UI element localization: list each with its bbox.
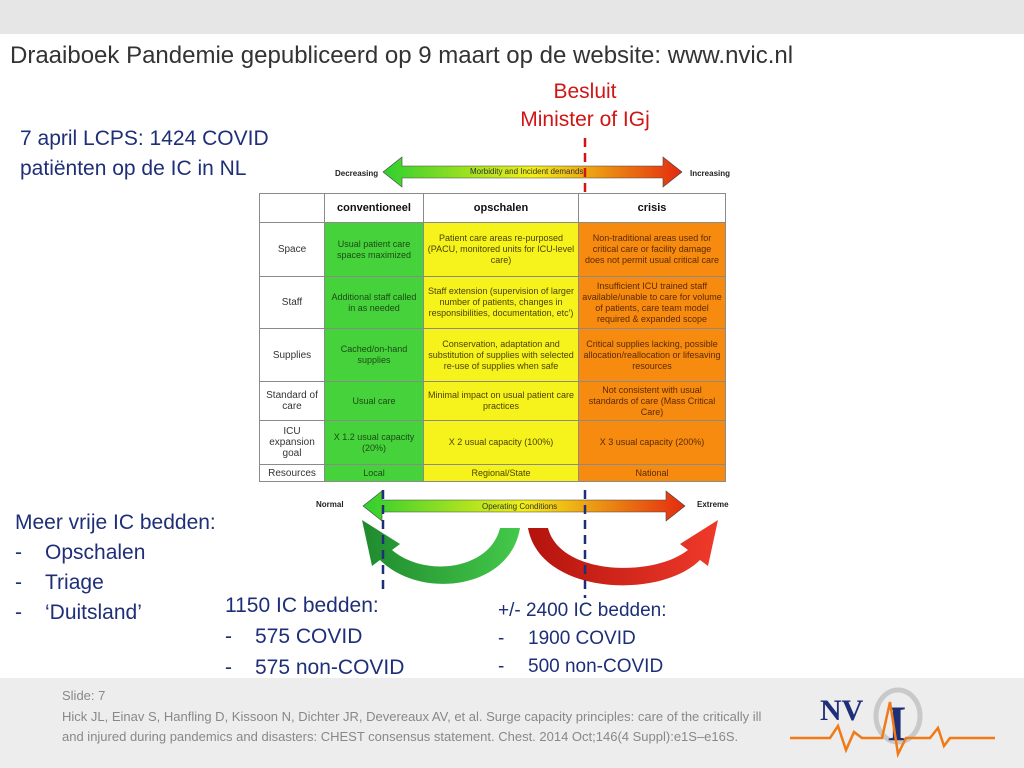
cell-opschalen: Conservation, adaptation and substitutio…	[423, 328, 579, 382]
top-arrow-middle-label: Morbidity and Incident demands	[470, 167, 584, 176]
table-row: Space Usual patient care spaces maximize…	[259, 222, 726, 277]
besluit-line-2: Minister of IGj	[520, 108, 650, 131]
row-label: Supplies	[259, 328, 325, 382]
ic-beds-right: +/- 2400 IC bedden: -1900 COVID -500 non…	[498, 597, 667, 681]
cell-opschalen: X 2 usual capacity (100%)	[423, 420, 579, 465]
list-item: -1900 COVID	[498, 628, 636, 649]
cell-crisis: National	[578, 464, 726, 482]
table-row: Standard of care Usual care Minimal impa…	[259, 381, 726, 421]
cell-opschalen: Regional/State	[423, 464, 579, 482]
cell-conventioneel: X 1.2 usual capacity (20%)	[324, 420, 424, 465]
cell-conventioneel: Cached/on-hand supplies	[324, 328, 424, 382]
cell-conventioneel: Usual patient care spaces maximized	[324, 222, 424, 277]
ic-beds-left: 1150 IC bedden: -575 COVID -575 non-COVI…	[225, 590, 404, 683]
table-header-row: conventioneel opschalen crisis	[259, 193, 726, 223]
cell-opschalen: Staff extension (supervision of larger n…	[423, 276, 579, 329]
top-arrow-left-label: Decreasing	[335, 169, 379, 178]
surge-capacity-table: conventioneel opschalen crisis Space Usu…	[259, 193, 726, 482]
table-corner	[259, 193, 325, 223]
row-label: Staff	[259, 276, 325, 329]
green-curved-arrow	[362, 520, 520, 584]
logo-text-nv: NV	[820, 694, 864, 727]
header-crisis: crisis	[578, 193, 726, 223]
list-item: -500 non-COVID	[498, 656, 664, 677]
bottom-arrow-middle-label: Operating Conditions	[482, 502, 558, 511]
ic-right-heading: +/- 2400 IC bedden:	[498, 600, 667, 621]
cell-crisis: Insufficient ICU trained staff available…	[578, 276, 726, 329]
list-item: -Opschalen	[15, 541, 146, 564]
footer-bar	[0, 678, 1024, 768]
lcps-note: 7 april LCPS: 1424 COVID patiënten op de…	[20, 124, 269, 184]
slide-number: Slide: 7	[62, 688, 106, 703]
citation: Hick JL, Einav S, Hanfling D, Kissoon N,…	[62, 709, 762, 744]
table-row: Resources Local Regional/State National	[259, 464, 726, 482]
row-label: Space	[259, 222, 325, 277]
meer-heading: Meer vrije IC bedden:	[15, 511, 216, 534]
bottom-arrow-left-label: Normal	[316, 500, 344, 509]
lcps-line-1: 7 april LCPS: 1424 COVID	[20, 127, 269, 150]
cell-crisis: X 3 usual capacity (200%)	[578, 420, 726, 465]
table-row: Staff Additional staff called in as need…	[259, 276, 726, 329]
top-bar	[0, 0, 1024, 34]
besluit-label: Besluit Minister of IGj	[470, 78, 700, 134]
cell-crisis: Not consistent with usual standards of c…	[578, 381, 726, 421]
lcps-line-2: patiënten op de IC in NL	[20, 157, 247, 180]
header-opschalen: opschalen	[423, 193, 579, 223]
list-item: -Triage	[15, 571, 104, 594]
row-label: ICU expansion goal	[259, 420, 325, 465]
row-label: Resources	[259, 464, 325, 482]
cell-opschalen: Patient care areas re-purposed (PACU, mo…	[423, 222, 579, 277]
row-label: Standard of care	[259, 381, 325, 421]
cell-conventioneel: Local	[324, 464, 424, 482]
cell-conventioneel: Usual care	[324, 381, 424, 421]
table-row: ICU expansion goal X 1.2 usual capacity …	[259, 420, 726, 465]
list-item: -575 COVID	[225, 625, 363, 648]
cell-opschalen: Minimal impact on usual patient care pra…	[423, 381, 579, 421]
list-item: -‘Duitsland’	[15, 601, 142, 624]
top-arrow-right-label: Increasing	[690, 169, 731, 178]
besluit-line-1: Besluit	[553, 80, 617, 103]
red-curved-arrow	[528, 520, 718, 586]
table-row: Supplies Cached/on-hand supplies Conserv…	[259, 328, 726, 382]
cell-crisis: Non-traditional areas used for critical …	[578, 222, 726, 277]
header-conventioneel: conventioneel	[324, 193, 424, 223]
cell-crisis: Critical supplies lacking, possible allo…	[578, 328, 726, 382]
ic-left-heading: 1150 IC bedden:	[225, 594, 379, 617]
slide-title: Draaiboek Pandemie gepubliceerd op 9 maa…	[10, 42, 794, 69]
nvic-logo: NV I	[790, 687, 995, 759]
cell-conventioneel: Additional staff called in as needed	[324, 276, 424, 329]
list-item: -575 non-COVID	[225, 656, 405, 679]
top-double-arrow	[382, 156, 683, 188]
bottom-arrow-right-label: Extreme	[697, 500, 729, 509]
meer-vrije-ic-list: Meer vrije IC bedden: -Opschalen -Triage…	[15, 508, 216, 628]
